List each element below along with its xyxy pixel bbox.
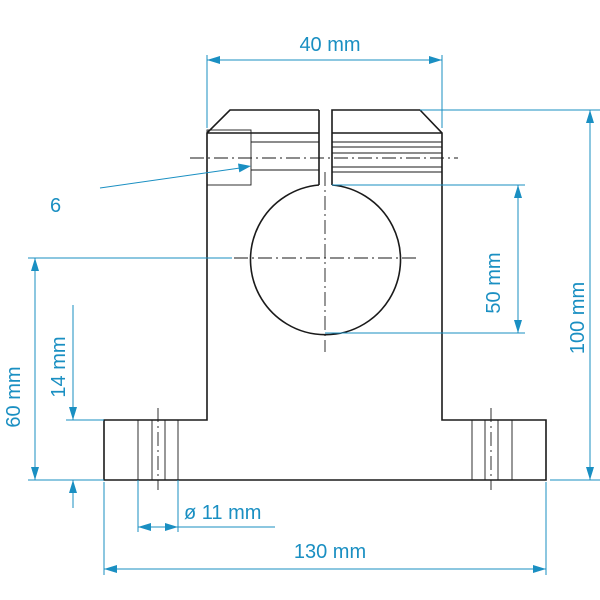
dim-label-base-width: 130 mm — [294, 541, 366, 563]
bore-centerlines — [234, 172, 420, 352]
dim-label-bore-diameter: 50 mm — [483, 252, 505, 313]
dimension-total-height: 100 mm — [420, 109, 600, 481]
dim-label-total-height: 100 mm — [567, 282, 589, 354]
callout-label-screw-size: 6 — [50, 195, 61, 217]
mounting-hole-right — [471, 408, 513, 490]
dimension-center-height: 60 mm — [3, 257, 232, 481]
dim-label-base-thickness: 14 mm — [48, 336, 70, 397]
dim-label-center-height: 60 mm — [3, 366, 25, 427]
bore-circle — [249, 184, 402, 336]
clamp-screw — [190, 129, 458, 186]
mounting-hole-left — [137, 408, 179, 490]
screw-head-counterbore — [206, 129, 252, 186]
dimension-bore-diameter: 50 mm — [325, 184, 525, 334]
dimension-hole-diameter: ø 11 mm — [137, 480, 275, 532]
dimension-base-thickness: 14 mm — [48, 305, 104, 508]
dimension-top-width: 40 mm — [206, 34, 443, 128]
callout-screw-size: 6 — [50, 163, 251, 217]
dim-label-top-width: 40 mm — [299, 34, 360, 56]
dim-label-hole-diameter: ø 11 mm — [184, 502, 261, 524]
dimension-base-width: 130 mm — [103, 482, 547, 575]
